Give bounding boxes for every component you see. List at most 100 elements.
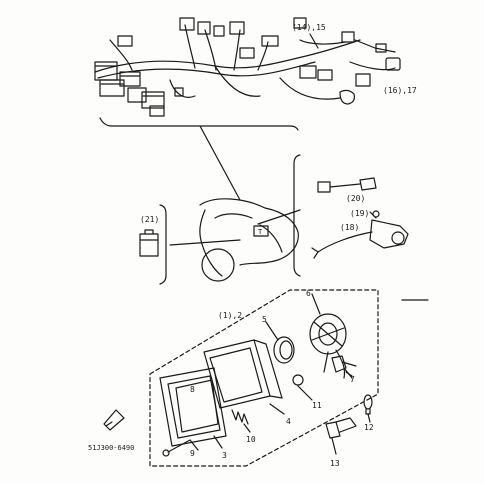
label-6: 6 (306, 289, 311, 298)
leader-line (367, 413, 371, 423)
harness-branch (233, 29, 241, 71)
connector-detail (95, 65, 164, 97)
connector (375, 43, 387, 53)
harness-main-trunk (94, 39, 361, 73)
leader-line (269, 403, 285, 415)
harness-branch (299, 39, 346, 45)
bulb12-glass (363, 394, 373, 410)
connector-block (141, 91, 165, 109)
label-21: (21) (140, 215, 159, 224)
socket-wire (335, 349, 346, 379)
label-1-2: (1),2 (218, 311, 242, 320)
lens-face (175, 379, 219, 433)
label-18: (18) (340, 223, 359, 232)
bulb-body (331, 355, 347, 373)
harness-branch (354, 39, 396, 53)
arrow-detail (105, 421, 113, 427)
harness-branch (184, 24, 196, 69)
part-13-bulb (325, 417, 357, 447)
leader-line (243, 423, 251, 433)
leader-line (213, 435, 223, 449)
part-11-grommet (292, 374, 304, 386)
headlight-assembly-outline (149, 289, 379, 467)
part-9-screw (162, 439, 191, 457)
connector (117, 35, 133, 47)
bulb12-base (365, 408, 371, 415)
bulb13-glass (325, 421, 341, 439)
connector (293, 17, 307, 29)
switch-wire-end (311, 247, 319, 259)
part-10-spring (231, 409, 249, 425)
part-18-switch (311, 210, 409, 259)
part-8-lens (175, 379, 219, 433)
label-20: (20) (346, 194, 365, 203)
label-10: 10 (246, 435, 256, 444)
unit-inner (209, 347, 263, 403)
connector (179, 17, 195, 31)
harness-leader (199, 125, 241, 201)
label-12: 12 (364, 423, 374, 432)
bike-front-wheel (201, 248, 235, 282)
connector (174, 87, 184, 97)
connector (213, 25, 225, 37)
relay-21 (139, 229, 159, 257)
wire-harness-group (94, 17, 401, 117)
leader-line (257, 209, 301, 225)
rim-outer (159, 367, 227, 447)
bike-marker-box (253, 225, 269, 237)
bike-frame (259, 224, 283, 253)
connector (261, 35, 279, 47)
leader-line (297, 385, 313, 401)
harness-branch (279, 77, 341, 100)
switch-screw (372, 210, 380, 218)
socket-cross (311, 321, 345, 347)
harness-branch (349, 61, 396, 71)
bike-marker-letter: T (258, 228, 263, 236)
label-3: 3 (222, 451, 227, 460)
leader-line (309, 33, 319, 49)
bracket-left (159, 204, 167, 285)
connector (317, 69, 333, 81)
screw-head (162, 449, 170, 457)
label-5: 5 (262, 315, 267, 324)
document-code: 51J300-6490 (88, 444, 134, 452)
harness-branch (214, 65, 261, 97)
part-12-bulb (363, 394, 373, 415)
relay-detail (139, 229, 159, 241)
socket-wire-2 (323, 351, 329, 373)
bike-front (199, 209, 223, 277)
label-14-15: (14),15 (292, 23, 326, 32)
leader-line (333, 445, 337, 455)
harness-branch (169, 79, 196, 98)
label-4: 4 (286, 417, 291, 426)
connector (197, 21, 211, 35)
label-8: 8 (190, 385, 195, 394)
arrow-shape (103, 409, 125, 431)
bracket-right (293, 154, 301, 277)
connector-block (149, 105, 165, 117)
part-20-lead (317, 177, 377, 193)
socket-core (318, 322, 338, 346)
label-11: 11 (312, 401, 322, 410)
connector (341, 31, 355, 43)
lead-plug (359, 177, 377, 191)
part-6-socket (309, 313, 347, 379)
label-7: 7 (350, 375, 355, 384)
label-16-17: (16),17 (383, 86, 417, 95)
motorcycle-silhouette: T (199, 198, 299, 282)
part-5-ring (273, 336, 295, 364)
bike-body (199, 198, 299, 266)
part-3-rim (159, 367, 227, 447)
connector (229, 21, 245, 35)
leader-line (265, 321, 279, 341)
switch-body (369, 219, 409, 249)
bike-tank (214, 213, 253, 219)
connector-block (127, 87, 147, 103)
switch-knob (391, 231, 405, 245)
unit-side (253, 339, 283, 399)
switch-wire (317, 231, 373, 253)
leader-line (311, 293, 321, 315)
part-4-headlight-unit (203, 339, 283, 409)
